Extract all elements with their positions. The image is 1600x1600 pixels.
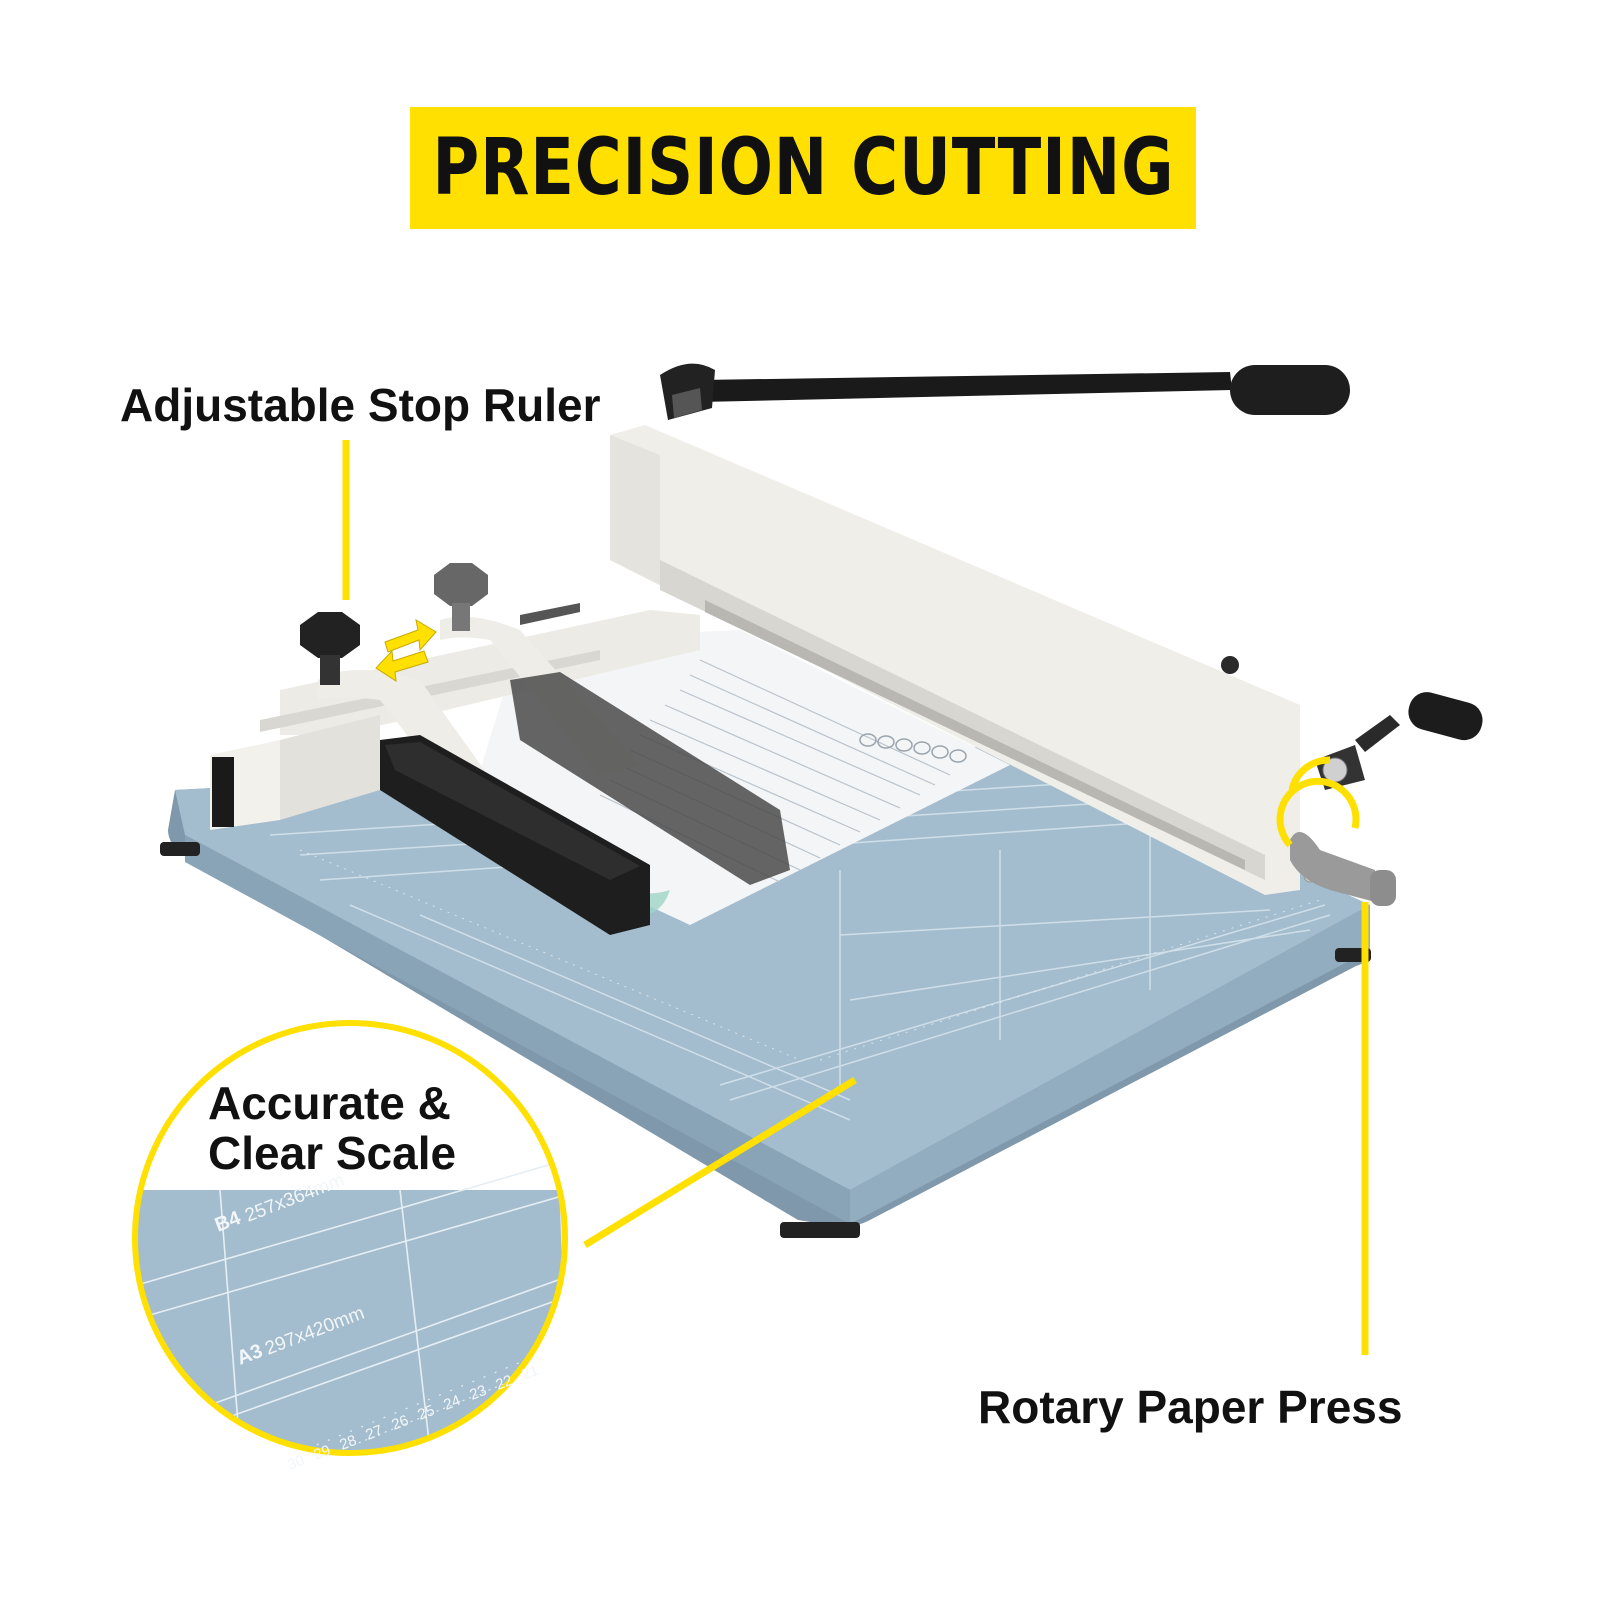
scale-tick-label: 27 — [363, 1422, 385, 1444]
callout-scale-line1: Accurate & — [208, 1077, 451, 1129]
rotary-press — [1290, 692, 1483, 906]
title-banner: PRECISION CUTTING — [410, 107, 1196, 229]
stop-ruler-assembly — [210, 563, 790, 935]
page-title: PRECISION CUTTING — [432, 123, 1174, 213]
callout-lines — [342, 440, 1369, 1355]
scale-tick-label: 23 — [467, 1382, 489, 1404]
scale-tick-label: 30 — [285, 1452, 307, 1474]
cutting-board — [160, 745, 1371, 1238]
blade-housing — [610, 425, 1317, 895]
callout-paper-press: Rotary Paper Press — [978, 1381, 1403, 1433]
callout-scale-line2: Clear Scale — [208, 1127, 457, 1179]
callout-scale: Accurate & Clear Scale — [208, 1078, 456, 1178]
scale-tick-label: 26 — [389, 1412, 411, 1434]
rotation-arrow-icon — [1276, 756, 1360, 848]
cutting-lever — [660, 363, 1350, 420]
callout-stop-ruler: Adjustable Stop Ruler — [120, 379, 601, 431]
scale-tick-label: 24 — [441, 1392, 463, 1414]
scale-tick-label: 28 — [337, 1432, 359, 1454]
scale-tick-label: 21 — [519, 1362, 541, 1384]
scale-tick-label: 25 — [415, 1402, 437, 1424]
scale-tick-label: 29 — [311, 1442, 333, 1464]
scale-tick-label: 22 — [493, 1372, 515, 1394]
adjust-arrows-icon — [375, 618, 437, 682]
